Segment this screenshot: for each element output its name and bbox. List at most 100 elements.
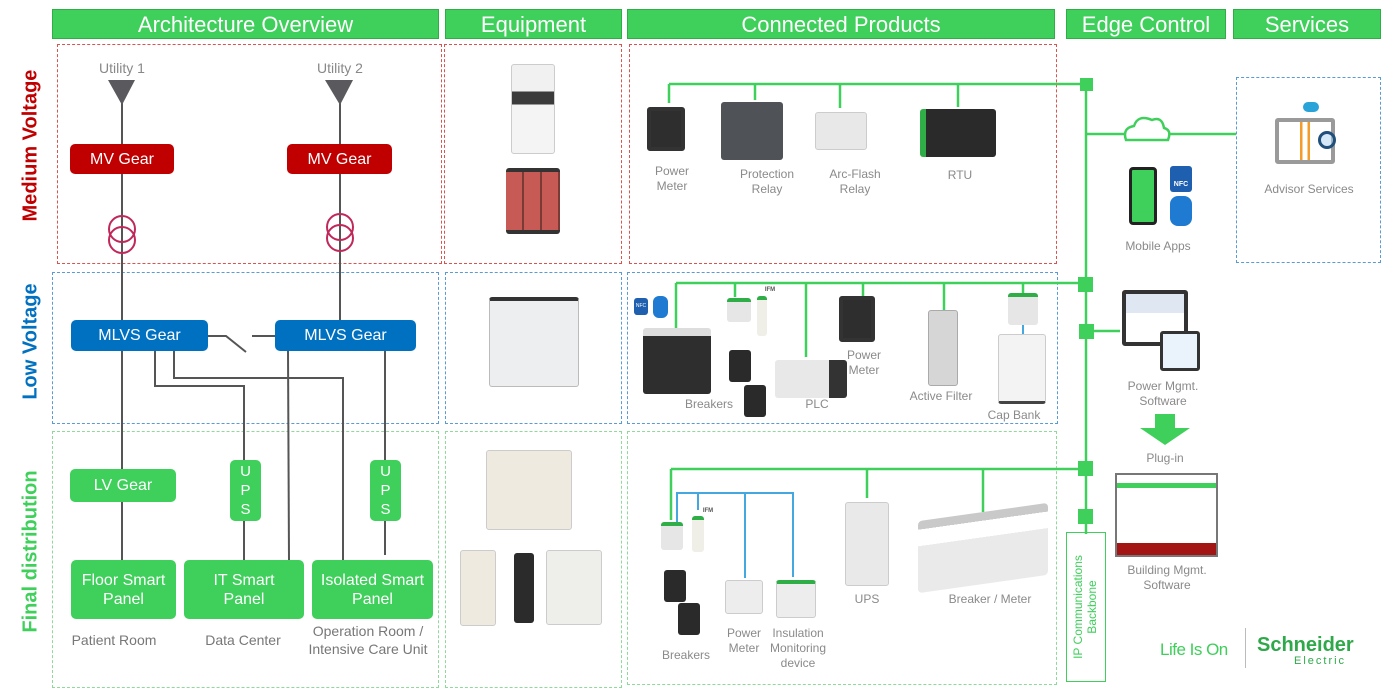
header-equipment: Equipment [445, 9, 622, 39]
operation-room-label: Operation Room / Intensive Care Unit [308, 623, 428, 657]
zone-equip-mv [444, 44, 622, 264]
header-edge-control: Edge Control [1066, 9, 1226, 39]
fd-ifm-module-image [692, 516, 704, 552]
feeder-line-ups1 [154, 350, 245, 560]
mv-switchgear-image [511, 64, 555, 154]
air-circuit-breaker-image [643, 328, 711, 394]
zone-services [1236, 77, 1381, 263]
lv-power-meter-image [839, 296, 875, 342]
nfc-icon: NFC [1170, 166, 1192, 192]
plc-label: PLC [805, 397, 829, 411]
data-center-label: Data Center [205, 632, 281, 648]
mobile-apps-label: Mobile Apps [1125, 239, 1191, 253]
fd-com-module-image [661, 522, 683, 550]
lv-mccb-2-image [744, 385, 766, 417]
lv-gear: LV Gear [70, 469, 176, 502]
mv-gear-2: MV Gear [287, 144, 392, 174]
fd-mccb-1-image [664, 570, 686, 602]
lv-switchboard-image [489, 297, 579, 387]
ups-2: U P S [370, 460, 401, 521]
zone-arch-lv [52, 272, 439, 424]
transformer-1-coil-b [108, 226, 136, 254]
transformer-2-coil-a [326, 213, 354, 241]
advisor-cloud-icon [1303, 102, 1319, 112]
insulation-monitor-label: Insulation Monitoring device [769, 626, 827, 670]
power-mgmt-tablet-image [1160, 331, 1200, 371]
transformer-image [506, 168, 560, 234]
cap-bank-label: Cap Bank [987, 408, 1041, 422]
life-is-on-tagline: Life Is On [1160, 640, 1228, 659]
it-smart-panel: IT Smart Panel [184, 560, 304, 619]
utility-2-triangle [325, 80, 353, 105]
transformer-2-coil-b [326, 224, 354, 252]
backbone-node-lv [1078, 277, 1093, 292]
plc-image [775, 360, 847, 398]
lv-power-meter-label: Power Meter [846, 348, 881, 377]
zone-equip-lv [445, 272, 622, 424]
fd-serial-link [676, 492, 794, 577]
mlvs-gear-2: MLVS Gear [275, 320, 416, 351]
fd-mccb-2-image [678, 603, 700, 635]
backbone-node-bms [1078, 509, 1093, 524]
electric-logo-text: Electric [1294, 655, 1347, 667]
rtu-image [920, 109, 996, 157]
active-filter-label: Active Filter [909, 389, 973, 403]
cap-bank-controller-image [1008, 293, 1038, 325]
utility-1-triangle [108, 80, 135, 105]
lv-bluetooth-icon [653, 296, 668, 318]
header-connected-products: Connected Products [627, 9, 1055, 39]
fd-ifm-label: IFM [702, 508, 714, 514]
building-mgmt-label: Building Mgmt. Software [1127, 563, 1207, 592]
plugin-arrow-icon [1140, 414, 1190, 445]
arc-flash-relay-label: Arc-Flash Relay [829, 167, 881, 196]
protection-relay-label: Protection Relay [739, 167, 795, 196]
mobile-phone-image [1129, 167, 1157, 225]
fd-breakers-label: Breakers [661, 648, 711, 662]
utility-2-label: Utility 2 [317, 60, 363, 76]
header-architecture-overview: Architecture Overview [52, 9, 439, 39]
final-panel-large-image [486, 450, 572, 530]
ip-backbone-box [1066, 532, 1106, 682]
final-panel-small-image [460, 550, 496, 626]
feeder-line-isolated [173, 350, 344, 560]
transformer-1-coil-a [108, 215, 136, 243]
utility-1-label: Utility 1 [99, 60, 145, 76]
zone-connected-mv [629, 44, 1057, 264]
advisor-services-label: Advisor Services [1264, 182, 1354, 196]
feeder-line-it [287, 349, 290, 561]
zone-arch-mv [57, 44, 442, 264]
fd-power-meter-label: Power Meter [726, 626, 761, 655]
ups-1: U P S [230, 460, 261, 521]
ups-image [845, 502, 889, 586]
isolated-smart-panel: Isolated Smart Panel [312, 560, 433, 619]
bluetooth-icon [1170, 196, 1192, 226]
magnifier-icon [1318, 131, 1336, 149]
lv-mccb-1-image [729, 350, 751, 382]
ip-backbone-label: IP Communications Backbone [1071, 555, 1099, 659]
fd-power-meter-image [725, 580, 763, 614]
arc-flash-relay-image [815, 112, 867, 150]
rtu-label: RTU [947, 168, 973, 182]
building-mgmt-software-image [1115, 473, 1218, 557]
ups-label: UPS [854, 592, 880, 606]
lv-ifm-label: IFM [764, 287, 776, 293]
backbone-node-fd [1078, 461, 1093, 476]
header-services: Services [1233, 9, 1381, 39]
zone-connected-lv [627, 272, 1058, 424]
floor-smart-panel: Floor Smart Panel [71, 560, 176, 619]
power-mgmt-label: Power Mgmt. Software [1127, 379, 1199, 408]
schneider-logo: Schneider [1257, 634, 1354, 656]
lv-ifm-module-image [757, 296, 767, 336]
brand-divider [1245, 628, 1246, 668]
plugin-label: Plug-in [1146, 451, 1184, 465]
zone-equip-fd [445, 431, 622, 688]
lv-nfc-icon: NFC [634, 298, 648, 315]
breaker-meter-label: Breaker / Meter [948, 592, 1032, 606]
mv-power-meter-image [647, 107, 685, 151]
zone-arch-fd [52, 431, 439, 688]
lv-com-module-image [727, 298, 751, 322]
zone-connected-fd [627, 431, 1057, 685]
backbone-node-pms [1079, 324, 1094, 339]
cloud-icon [1123, 116, 1171, 142]
mv-power-meter-label: Power Meter [654, 164, 689, 193]
